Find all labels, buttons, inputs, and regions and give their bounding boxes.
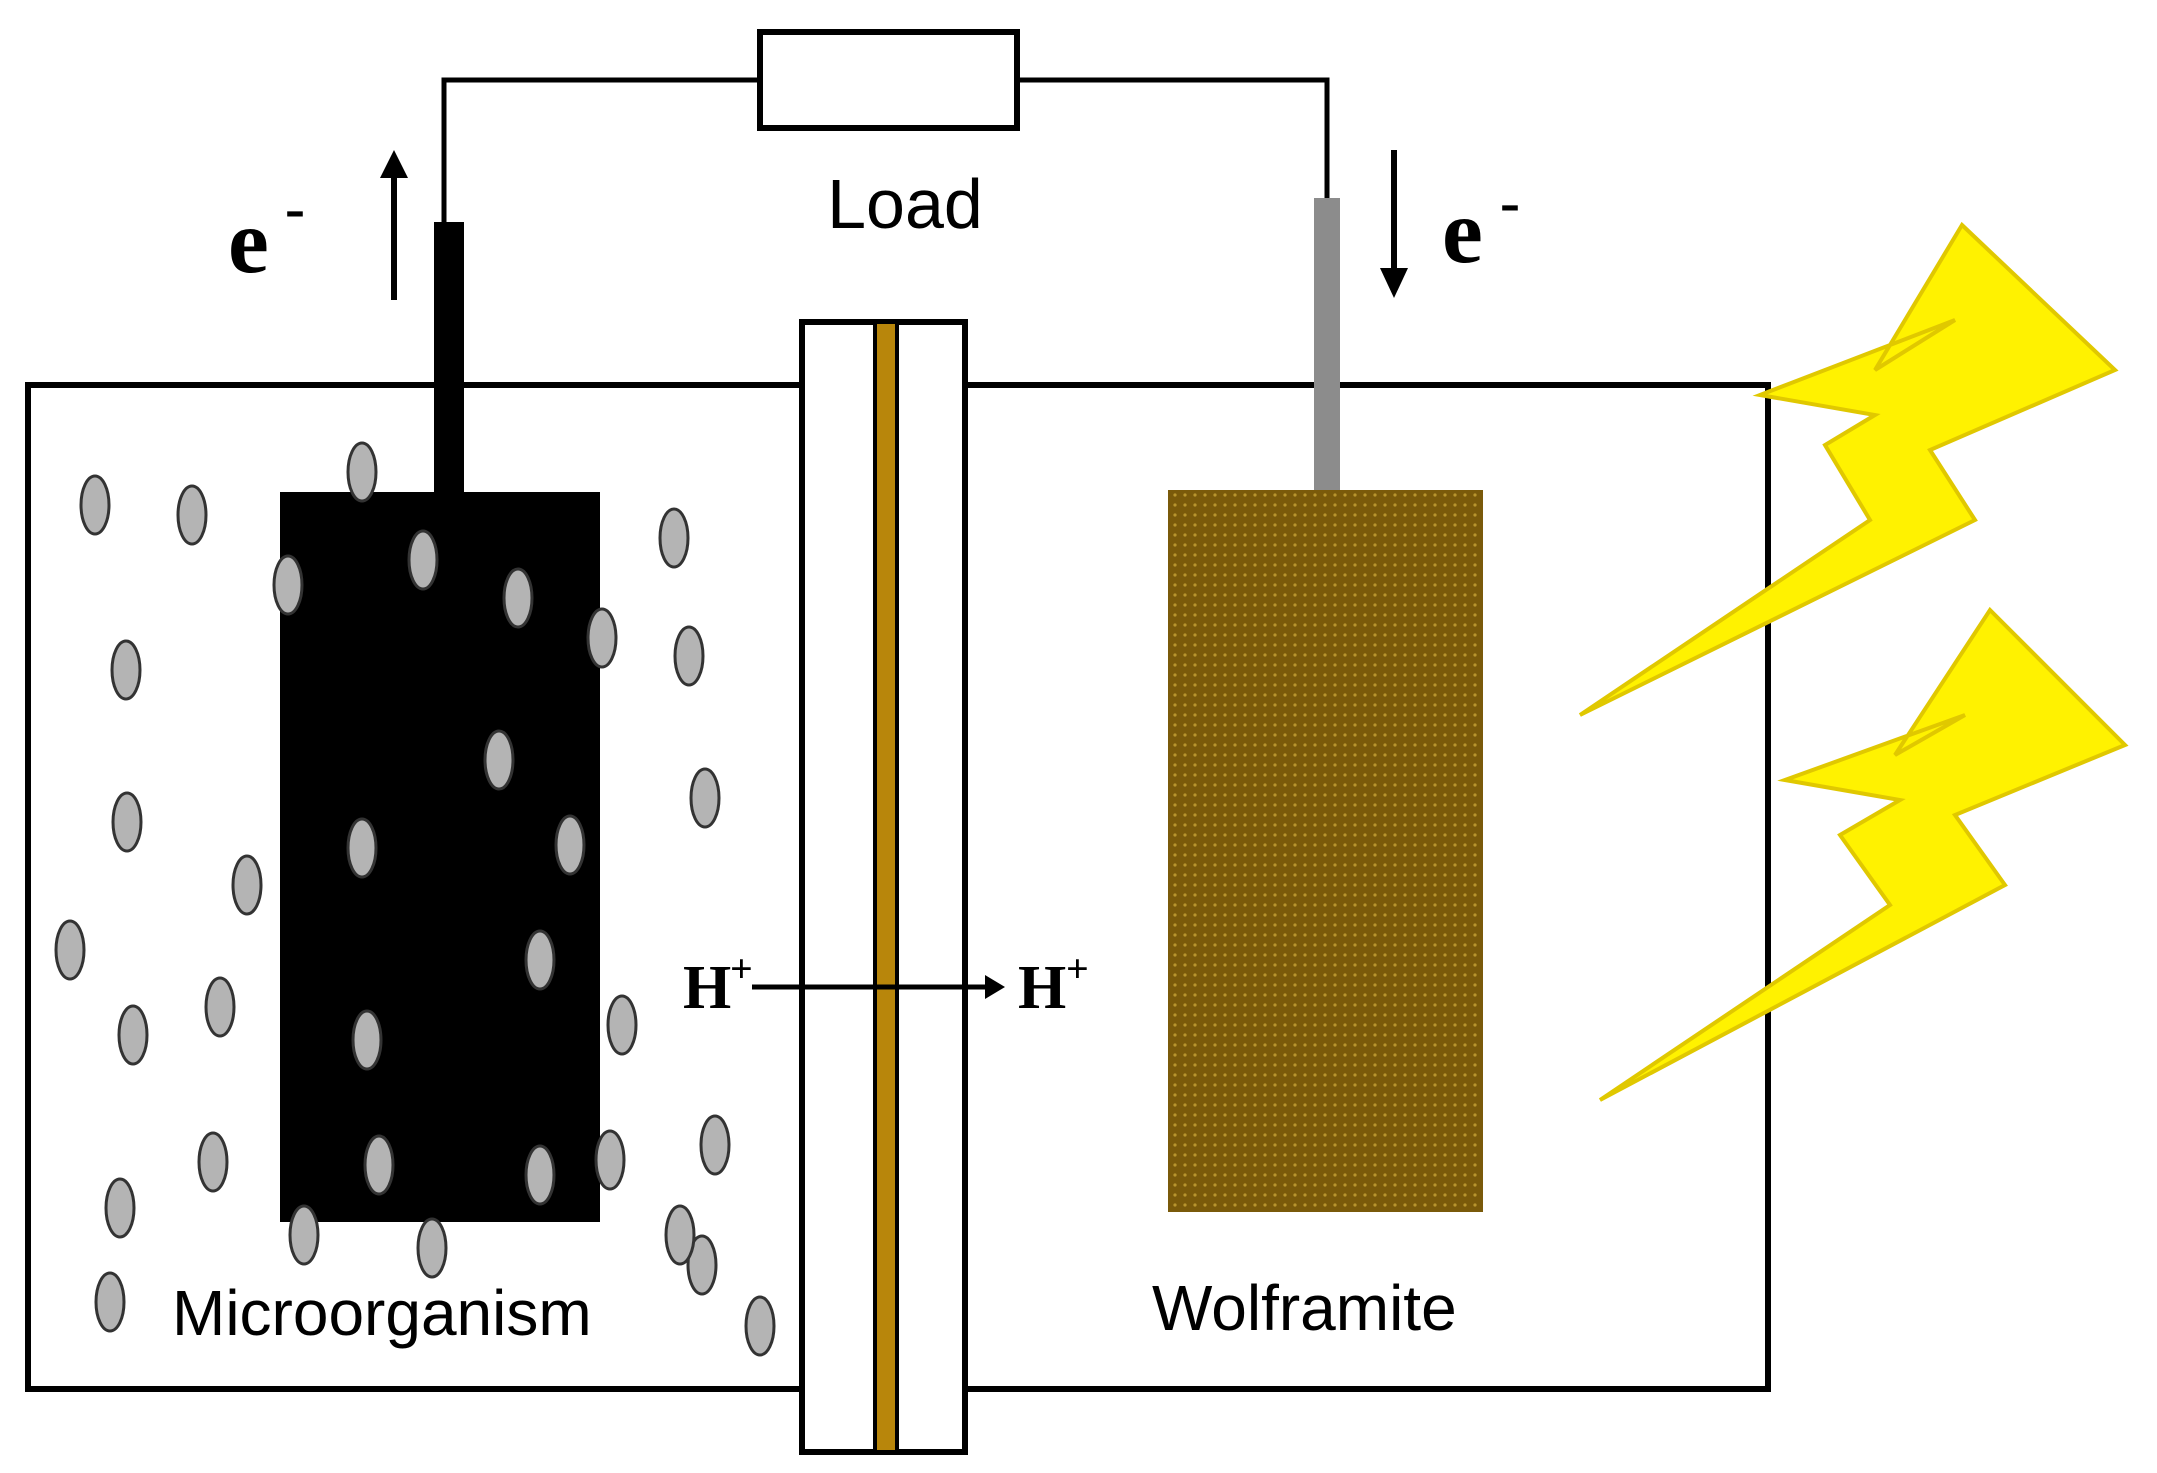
- microorganism-cell: [502, 567, 534, 629]
- microorganism-cell: [664, 1204, 696, 1266]
- microorganism-cell: [288, 1204, 320, 1266]
- svg-text:+: +: [730, 946, 753, 991]
- microorganism-cell: [524, 1144, 556, 1206]
- microorganism-cell: [606, 994, 638, 1056]
- microorganism-cell: [689, 767, 721, 829]
- microorganism-cell: [104, 1177, 136, 1239]
- microorganism-cell: [407, 529, 439, 591]
- wolframite-cathode: [1168, 490, 1483, 1212]
- load-resistor: [757, 29, 1020, 131]
- anode-electrode: [280, 492, 600, 1222]
- microorganism-cell: [594, 1129, 626, 1191]
- microorganism-cell: [554, 814, 586, 876]
- microorganism-cell: [524, 929, 556, 991]
- lightning-bolt-icon: [1598, 606, 2129, 1102]
- microorganism-cell: [346, 817, 378, 879]
- microorganism-cell: [346, 441, 378, 503]
- anode-label: Microorganism: [172, 1277, 592, 1349]
- microorganism-cell: [658, 507, 690, 569]
- microorganism-cell: [176, 484, 208, 546]
- svg-text:+: +: [1066, 946, 1089, 991]
- svg-text:e: e: [1442, 180, 1483, 282]
- microorganism-cell: [54, 919, 86, 981]
- microorganism-cell: [586, 607, 618, 669]
- electron-up-arrow: [380, 150, 408, 300]
- svg-text:-: -: [1500, 169, 1520, 235]
- microorganism-cell: [686, 1234, 718, 1296]
- svg-text:H: H: [1018, 954, 1066, 1022]
- microorganism-cell: [363, 1134, 395, 1196]
- microorganism-cell: [673, 625, 705, 687]
- microorganism-cell: [351, 1009, 383, 1071]
- anode-wire: [434, 222, 464, 497]
- microorganism-cell: [117, 1004, 149, 1066]
- microorganism-cell: [110, 639, 142, 701]
- svg-text:e: e: [228, 190, 269, 292]
- cathode-wire: [1314, 198, 1340, 494]
- proton-label-left: H +: [683, 946, 753, 1022]
- microorganism-cell: [483, 729, 515, 791]
- microorganism-cell: [272, 554, 304, 616]
- microorganism-cells: [54, 441, 776, 1357]
- electron-label-right: e -: [1442, 169, 1520, 282]
- microorganism-cell: [204, 976, 236, 1038]
- cathode-label: Wolframite: [1152, 1272, 1457, 1344]
- proton-exchange-membrane: [873, 320, 899, 1454]
- proton-label-right: H +: [1018, 946, 1089, 1022]
- lightning-bolt-icon: [1578, 221, 2119, 717]
- proton-arrow: [752, 975, 1005, 999]
- microorganism-cell: [197, 1131, 229, 1193]
- microorganism-cell: [79, 474, 111, 536]
- microorganism-cell: [744, 1295, 776, 1357]
- svg-text:-: -: [285, 175, 305, 241]
- electron-label-left: e -: [228, 175, 305, 292]
- circuit-wire: [441, 77, 1330, 225]
- microorganism-cell: [231, 854, 263, 916]
- load-label: Load: [827, 165, 983, 243]
- microorganism-cell: [111, 791, 143, 853]
- microorganism-cell: [416, 1217, 448, 1279]
- microorganism-cell: [94, 1271, 126, 1333]
- svg-text:H: H: [683, 954, 731, 1022]
- electron-down-arrow: [1380, 150, 1408, 298]
- microorganism-cell: [699, 1114, 731, 1176]
